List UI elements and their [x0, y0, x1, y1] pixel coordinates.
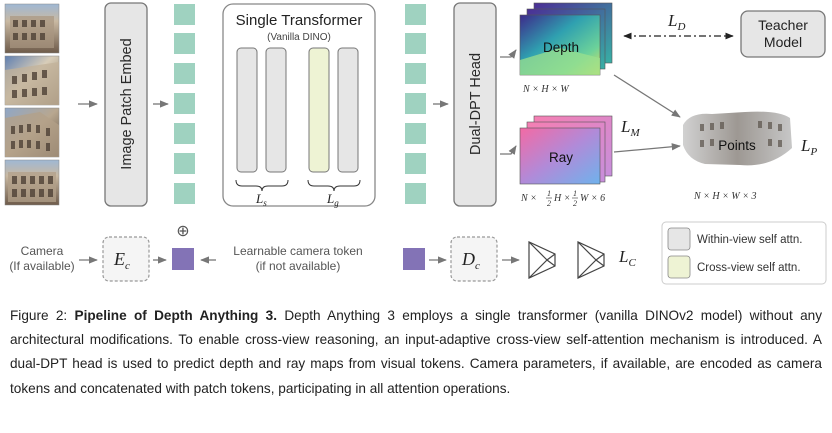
- within-view-layer: [236, 47, 258, 173]
- svg-text:W × 6: W × 6: [580, 193, 605, 204]
- patch-token-column: [174, 4, 195, 204]
- brace-lg: [307, 179, 361, 192]
- single-transformer-block: Single Transformer (Vanilla DINO) Ls Lg: [222, 3, 376, 208]
- camera-output-token: [403, 248, 425, 270]
- legend-swatch-within: [667, 227, 691, 251]
- legend-cross-label: Cross-view self attn.: [697, 262, 801, 274]
- svg-text:1: 1: [573, 189, 577, 198]
- within-view-layer: [265, 47, 287, 173]
- concat-plus-icon: ⊕: [176, 223, 189, 240]
- camera-availability: (If available): [9, 259, 74, 273]
- patch-token: [174, 93, 195, 114]
- patch-token: [174, 33, 195, 54]
- output-token: [405, 33, 426, 54]
- patch-token: [174, 63, 195, 84]
- transformer-title: Single Transformer: [236, 12, 363, 29]
- output-token: [405, 63, 426, 84]
- output-token: [405, 153, 426, 174]
- output-token-column: [405, 4, 426, 204]
- decoder-label: Dc: [461, 249, 480, 272]
- arrow-head-to-ray: [500, 145, 517, 155]
- ray-map-stack: Ray: [519, 115, 613, 185]
- depth-dims: N × H × W: [522, 84, 570, 95]
- output-token: [405, 93, 426, 114]
- transformer-subtitle: (Vanilla DINO): [267, 32, 331, 43]
- output-token: [405, 183, 426, 204]
- camera-frustum-icon: [528, 241, 556, 279]
- learnable-token-label: Learnable camera token: [233, 244, 362, 258]
- loss-p-label: LP: [800, 136, 817, 158]
- depth-label: Depth: [543, 40, 579, 55]
- patch-token: [174, 183, 195, 204]
- dual-dpt-head-block: Dual-DPT Head: [453, 2, 497, 207]
- caption-body: Depth Anything 3 employs a single transf…: [10, 308, 822, 396]
- ray-label: Ray: [549, 150, 573, 165]
- camera-decoder-block: Dc: [450, 236, 498, 282]
- input-image-2: [4, 55, 60, 106]
- teacher-line1: Teacher: [758, 17, 808, 33]
- cross-view-layer: [308, 47, 330, 173]
- loss-d-label: LD: [667, 11, 685, 33]
- camera-token: [172, 248, 194, 270]
- ray-dims: N × 1 2 H × 1 2 W × 6: [520, 189, 605, 208]
- loss-m-label: LM: [620, 117, 640, 139]
- arrow-depth-to-points: [613, 74, 681, 118]
- image-patch-embed-block: Image Patch Embed: [104, 2, 148, 207]
- points-dims: N × H × W × 3: [693, 191, 756, 202]
- loss-c-label: LC: [618, 247, 636, 269]
- camera-frustum-icon: [577, 241, 605, 279]
- lg-label: Lg: [326, 191, 339, 208]
- figure-caption: Figure 2: Pipeline of Depth Anything 3. …: [10, 304, 822, 401]
- svg-text:1: 1: [547, 189, 551, 198]
- teacher-line2: Model: [764, 34, 802, 50]
- caption-prefix: Figure 2:: [10, 308, 75, 323]
- learnable-token-note: (if not available): [256, 259, 341, 273]
- depth-map-stack: Depth: [519, 2, 613, 76]
- svg-text:H ×: H ×: [553, 193, 570, 204]
- legend-swatch-cross: [667, 255, 691, 279]
- input-image-4: [4, 159, 60, 206]
- encoder-label: Ec: [113, 249, 130, 272]
- caption-title: Pipeline of Depth Anything 3.: [74, 308, 277, 323]
- input-images: [4, 3, 60, 206]
- input-image-1: [4, 3, 60, 54]
- point-cloud: Points: [683, 111, 792, 166]
- svg-text:2: 2: [547, 199, 551, 208]
- image-patch-embed-label: Image Patch Embed: [119, 38, 135, 169]
- arrow-head-to-depth: [500, 49, 517, 59]
- pipeline-diagram: Image Patch Embed Single Transformer (Va…: [4, 2, 827, 285]
- output-token: [405, 4, 426, 25]
- within-view-layer: [337, 47, 359, 173]
- svg-text:2: 2: [573, 199, 577, 208]
- output-token: [405, 123, 426, 144]
- input-image-3: [4, 107, 60, 158]
- patch-token: [174, 123, 195, 144]
- arrow-ray-to-points: [613, 143, 681, 153]
- camera-encoder-block: Ec: [102, 236, 150, 282]
- patch-token: [174, 4, 195, 25]
- points-label: Points: [718, 138, 756, 153]
- patch-token: [174, 153, 195, 174]
- brace-ls: [235, 179, 289, 192]
- legend-within-label: Within-view self attn.: [697, 234, 802, 246]
- attention-legend: Within-view self attn. Cross-view self a…: [661, 221, 827, 285]
- camera-label: Camera: [21, 244, 64, 258]
- dual-dpt-head-label: Dual-DPT Head: [468, 53, 484, 155]
- teacher-model-block: Teacher Model: [740, 10, 826, 58]
- ls-label: Ls: [255, 191, 267, 208]
- svg-text:N ×: N ×: [520, 193, 537, 204]
